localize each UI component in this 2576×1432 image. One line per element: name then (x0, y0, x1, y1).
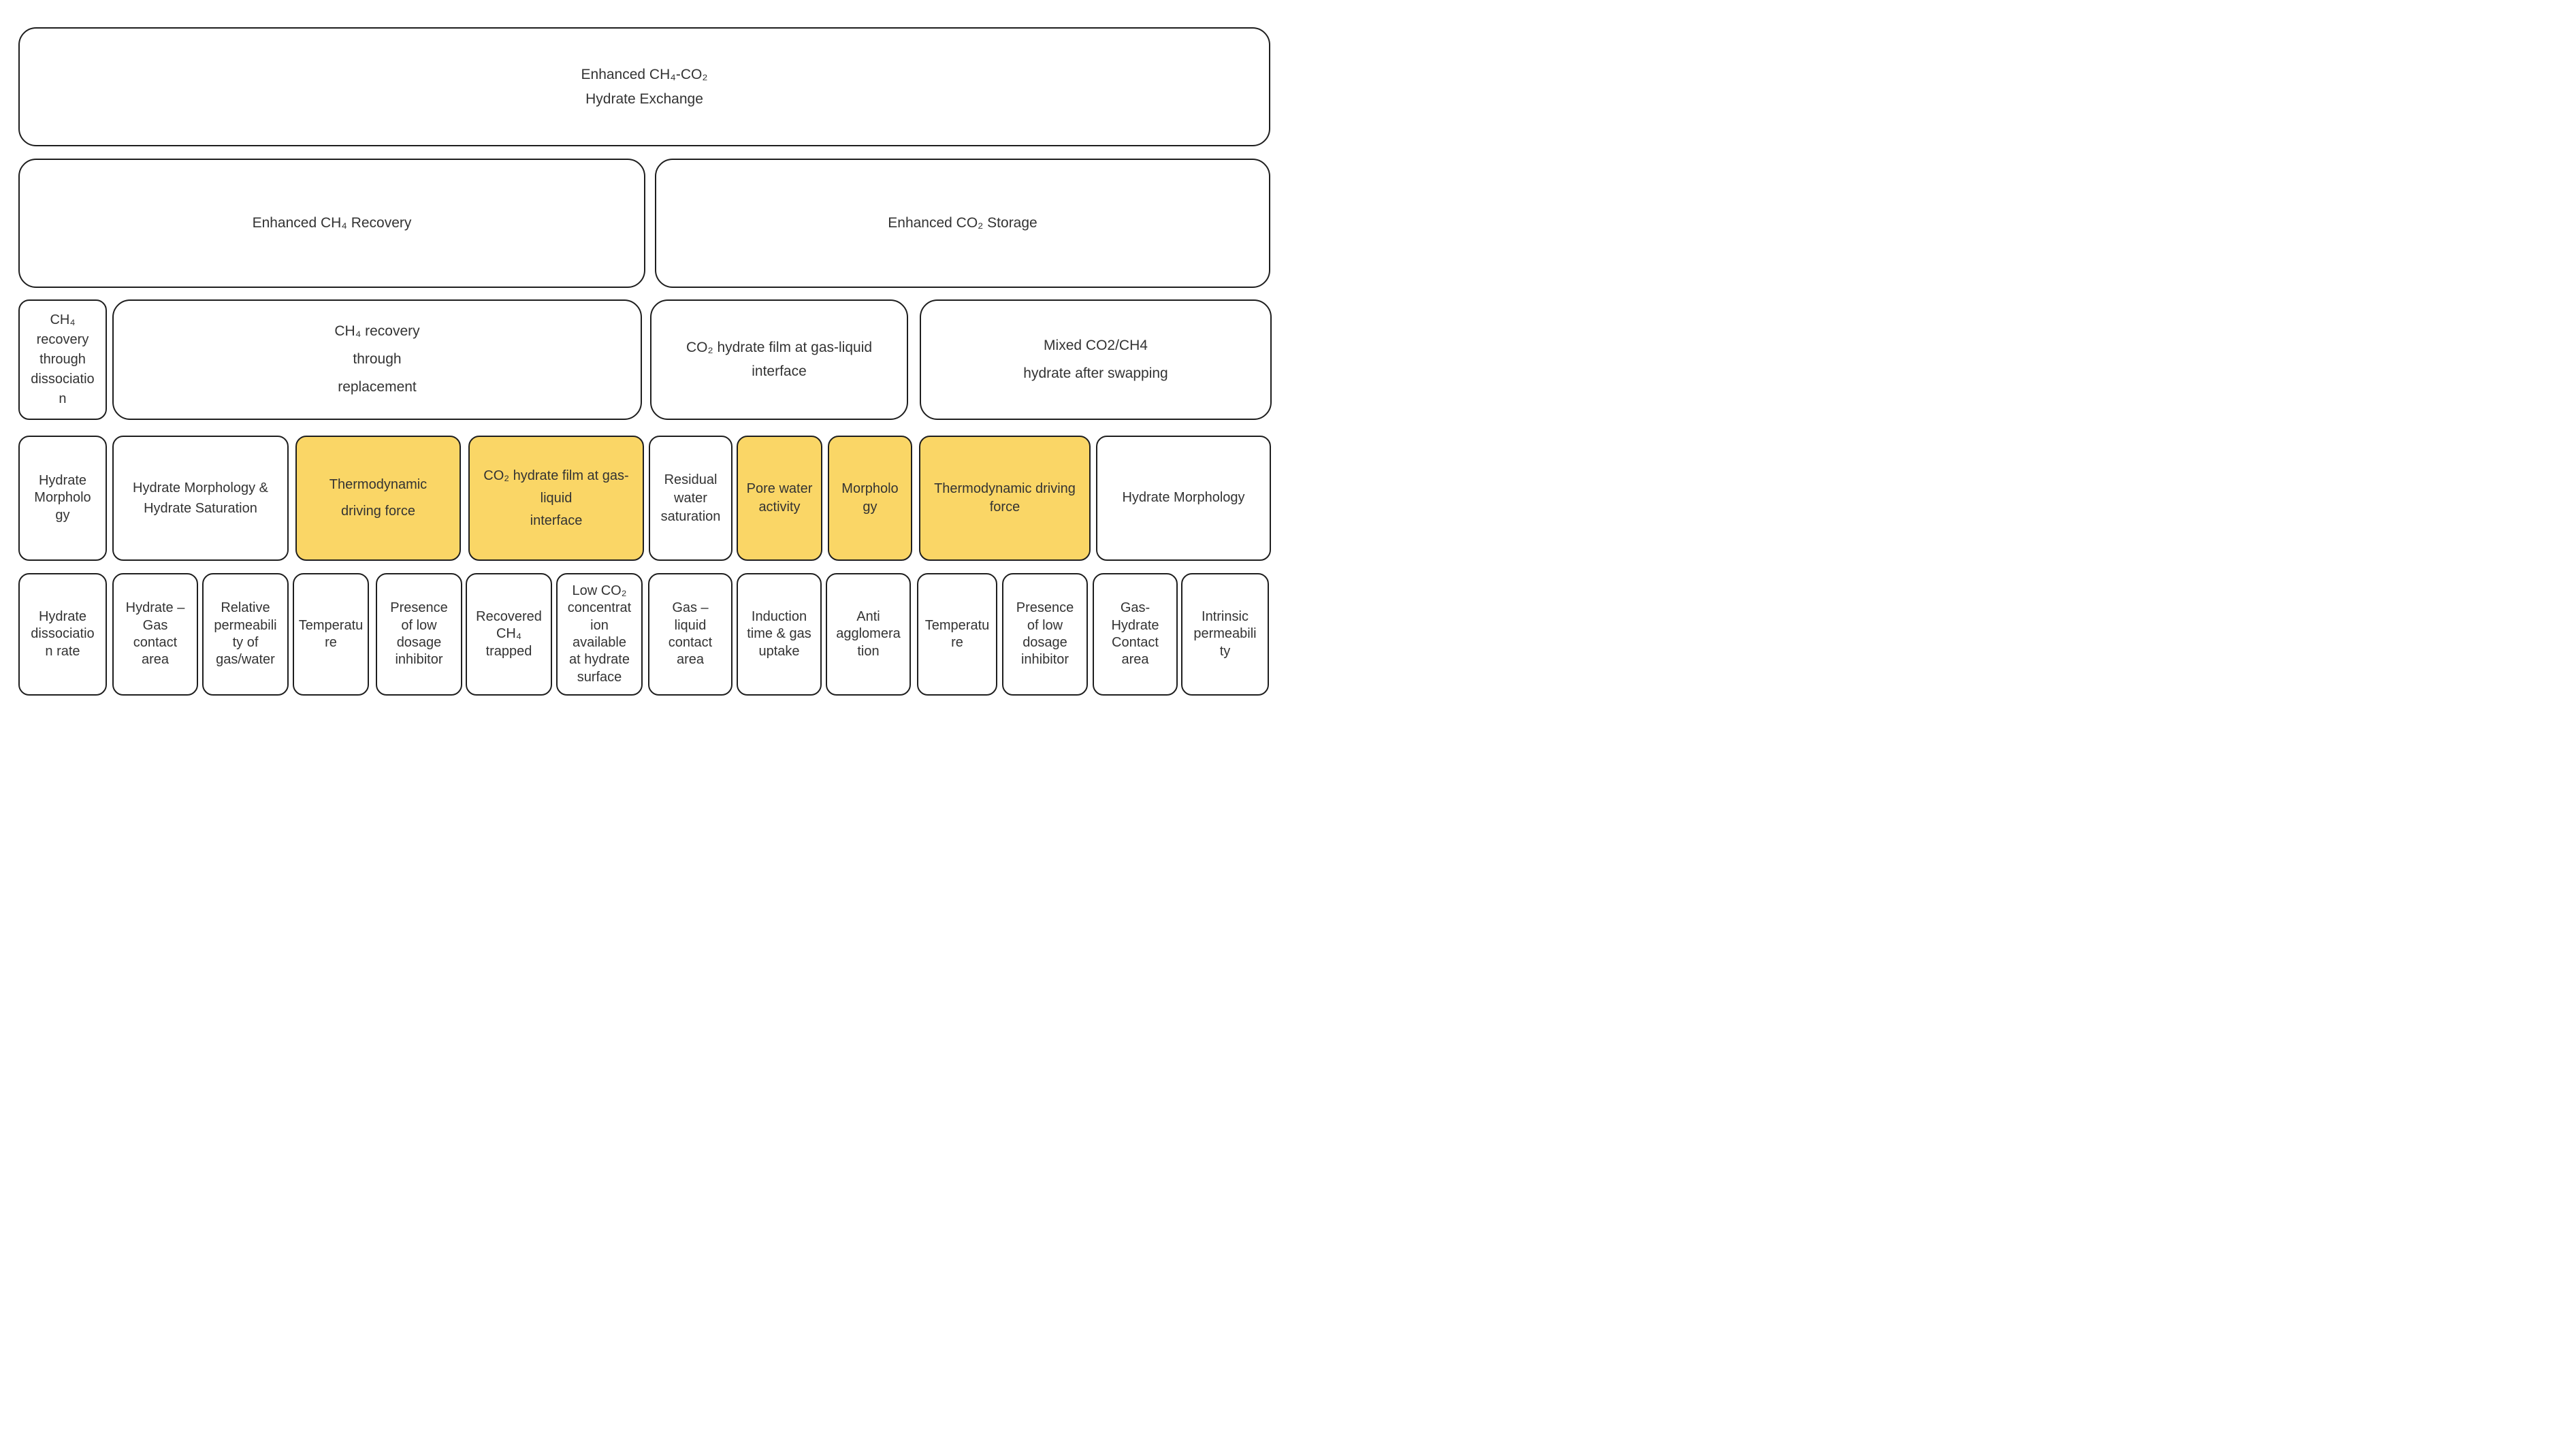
factor-morphology: Morpholo gy (828, 436, 912, 561)
node-enhanced-co2-storage: Enhanced CO₂ Storage (655, 159, 1270, 288)
param-low-dosage-inhibitor-recovery: Presence of low dosage inhibitor (376, 573, 462, 696)
param-recovered-ch4-trapped: Recovered CH₄ trapped (466, 573, 552, 696)
param-induction-time-gas-uptake: Induction time & gas uptake (737, 573, 822, 696)
node-mixed-hydrate-after-swapping: Mixed CO2/CH4 hydrate after swapping (920, 299, 1272, 420)
node-label: Enhanced CH₄ Recovery (252, 214, 412, 231)
hydrate-exchange-diagram: Enhanced CH₄-CO₂ Hydrate Exchange Enhanc… (0, 0, 1288, 716)
param-label: Gas – liquid contact area (668, 600, 713, 668)
param-hydrate-gas-contact-area: Hydrate – Gas contact area (112, 573, 198, 696)
factor-co2-hydrate-film: CO₂ hydrate film at gas- liquid interfac… (468, 436, 644, 561)
factor-label: Residual water saturation (660, 472, 721, 524)
factor-morphology-and-saturation: Hydrate Morphology & Hydrate Saturation (112, 436, 289, 561)
param-label: Hydrate dissociatio n rate (31, 608, 95, 659)
factor-hydrate-morphology-right: Hydrate Morphology (1096, 436, 1271, 561)
param-low-co2-concentration: Low CO₂ concentrat ion available at hydr… (556, 573, 643, 696)
param-label: Hydrate – Gas contact area (125, 600, 185, 668)
node-label: Mixed CO2/CH4 hydrate after swapping (1023, 337, 1168, 381)
factor-thermodynamic-driving-force-storage: Thermodynamic driving force (919, 436, 1091, 561)
param-intrinsic-permeability: Intrinsic permeabili ty (1181, 573, 1269, 696)
param-label: Induction time & gas uptake (747, 608, 811, 659)
node-co2-hydrate-film-interface: CO₂ hydrate film at gas-liquid interface (650, 299, 908, 420)
node-label: Enhanced CH₄-CO₂ Hydrate Exchange (581, 66, 708, 107)
factor-label: Morpholo gy (841, 481, 899, 515)
factor-residual-water-saturation: Residual water saturation (649, 436, 732, 561)
node-ch4-recovery-replacement: CH₄ recovery through replacement (112, 299, 642, 420)
param-label: Relative permeabili ty of gas/water (214, 600, 277, 668)
node-label: CO₂ hydrate film at gas-liquid interface (686, 339, 873, 379)
factor-label: Thermodynamic driving force (934, 481, 1076, 515)
param-gas-hydrate-contact-area: Gas- Hydrate Contact area (1093, 573, 1178, 696)
param-label: Low CO₂ concentrat ion available at hydr… (567, 583, 632, 685)
node-hydrate-exchange: Enhanced CH₄-CO₂ Hydrate Exchange (18, 27, 1270, 146)
node-label: CH₄ recovery through dissociatio n (31, 312, 95, 406)
factor-label: Pore water activity (746, 481, 813, 515)
param-low-dosage-inhibitor-storage: Presence of low dosage inhibitor (1002, 573, 1088, 696)
param-temperature-storage: Temperatu re (917, 573, 997, 696)
node-enhanced-ch4-recovery: Enhanced CH₄ Recovery (18, 159, 645, 288)
factor-hydrate-morphology-left: Hydrate Morpholo gy (18, 436, 107, 561)
factor-thermodynamic-driving-force-recovery: Thermodynamic driving force (295, 436, 461, 561)
param-anti-agglomeration: Anti agglomera tion (826, 573, 911, 696)
factor-label: Thermodynamic driving force (329, 477, 428, 519)
param-temperature-recovery: Temperatu re (293, 573, 369, 696)
factor-pore-water-activity: Pore water activity (737, 436, 822, 561)
param-hydrate-dissociation-rate: Hydrate dissociatio n rate (18, 573, 107, 696)
param-relative-permeability-gas-water: Relative permeabili ty of gas/water (202, 573, 289, 696)
factor-label: Hydrate Morphology & Hydrate Saturation (133, 481, 268, 516)
param-label: Recovered CH₄ trapped (476, 608, 542, 659)
node-label: CH₄ recovery through replacement (334, 323, 420, 395)
param-label: Presence of low dosage inhibitor (390, 600, 448, 668)
param-label: Gas- Hydrate Contact area (1111, 600, 1159, 668)
param-label: Temperatu re (924, 617, 990, 650)
factor-label: Hydrate Morpholo gy (34, 472, 91, 523)
factor-label: CO₂ hydrate film at gas- liquid interfac… (483, 468, 629, 528)
node-ch4-recovery-dissociation: CH₄ recovery through dissociatio n (18, 299, 107, 420)
node-label: Enhanced CO₂ Storage (888, 214, 1037, 231)
param-label: Anti agglomera tion (836, 608, 901, 659)
param-label: Intrinsic permeabili ty (1193, 608, 1257, 659)
param-label: Temperatu re (298, 617, 364, 650)
param-label: Presence of low dosage inhibitor (1016, 600, 1074, 668)
factor-label: Hydrate Morphology (1122, 490, 1245, 506)
param-gas-liquid-contact-area: Gas – liquid contact area (648, 573, 732, 696)
